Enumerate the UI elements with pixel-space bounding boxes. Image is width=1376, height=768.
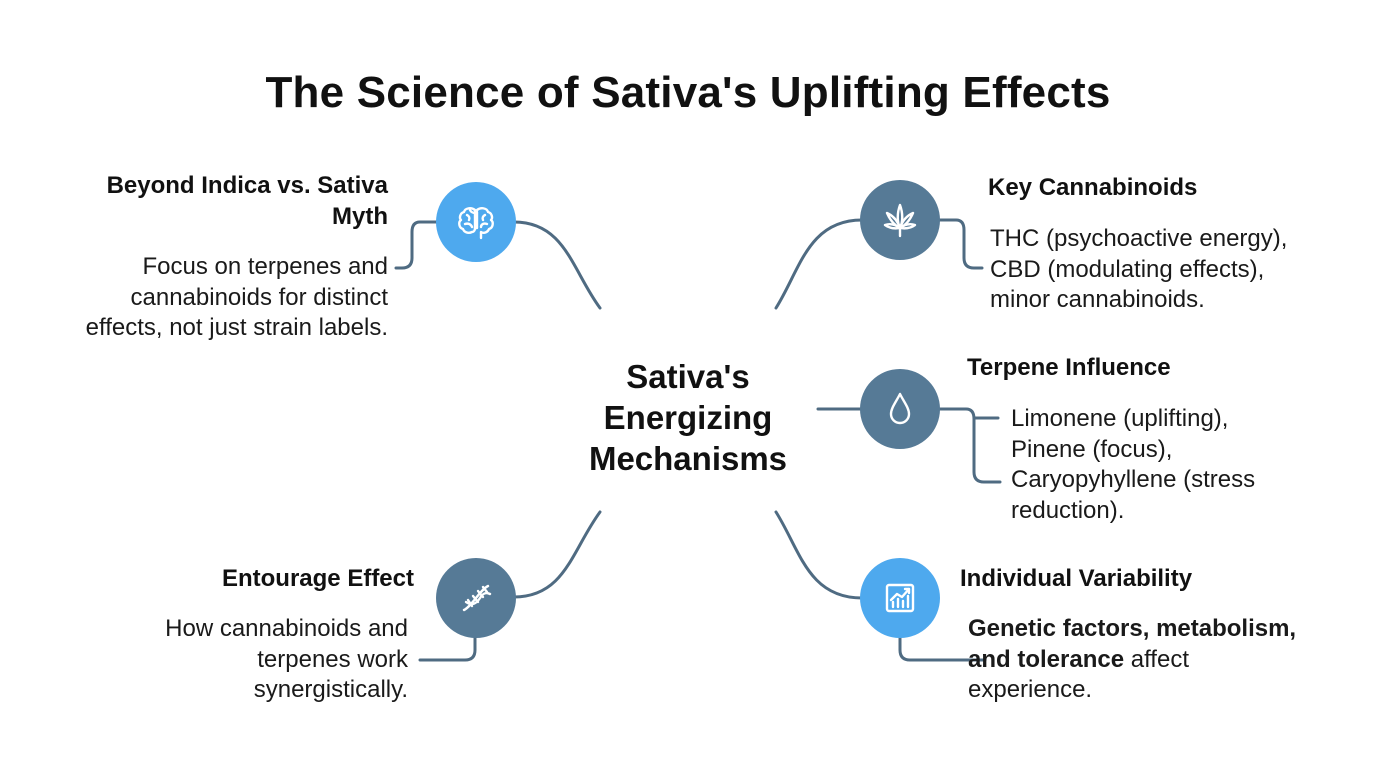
node-beyond-indica [436,182,516,262]
node-terpene-influence [860,369,940,449]
heading-key-cannabinoids: Key Cannabinoids [988,174,1198,201]
desc-cannabinoids-line-1: THC (psychoactive energy), [990,225,1288,252]
node-entourage-effect [436,558,516,638]
desc-terpene-line-3: Caryopyhyllene (stress [1011,466,1256,493]
desc-variability-bold-1: Genetic factors, metabolism, [968,615,1297,642]
dna-icon [462,584,492,612]
desc-beyond-line-1: Focus on terpenes and [142,253,389,280]
heading-individual-variability: Individual Variability [960,565,1193,592]
desc-cannabinoids-line-2: CBD (modulating effects), [990,255,1265,283]
center-line-3: Mechanisms [588,440,788,477]
connector-cannabinoids-center [774,218,864,310]
center-topic: Sativa's Energizing Mechanisms [568,356,808,479]
desc-beyond-line-2: cannabinoids for distinct [130,283,388,311]
desc-entourage-line-2: terpenes work [257,645,408,673]
heading-beyond-indica: Beyond Indica vs. Sativa Myth [106,172,388,230]
connector-entourage-center [512,510,602,599]
node-individual-variability [860,558,940,638]
desc-cannabinoids-line-3: minor cannabinoids. [990,286,1205,313]
center-line-1: Sativa's [626,358,750,395]
desc-variability-bold-2: and tolerance [968,645,1125,673]
desc-variability-line-2: and tolerance affect [968,645,1348,676]
droplet-icon [889,392,911,425]
connector-variability-center [774,510,864,600]
desc-terpene-influence: Limonene (uplifting), Pinene (focus), Ca… [1011,404,1341,526]
heading-terpene-influence: Terpene Influence [967,354,1171,381]
center-line-2: Energizing [603,399,773,436]
growth-chart-icon [885,583,915,613]
connector-entourage-desc [418,634,477,662]
node-key-cannabinoids [860,180,940,260]
connector-beyond-center [512,220,602,310]
page-title: The Science of Sativa's Uplifting Effect… [265,68,1111,117]
desc-entourage-line-1: How cannabinoids and [165,615,408,642]
desc-variability-line-3: experience. [968,676,1093,703]
desc-entourage-effect: How cannabinoids and terpenes work syner… [60,614,408,706]
desc-key-cannabinoids: THC (psychoactive energy), CBD (modulati… [990,224,1350,316]
connector-variability-desc [898,635,987,662]
desc-terpene-line-1: Limonene (uplifting), [1011,405,1229,432]
connector-beyond-desc [394,220,439,270]
desc-beyond-line-3: effects, not just strain labels. [85,314,388,341]
desc-terpene-line-2: Pinene (focus), [1011,435,1173,463]
connector-cannabinoids-desc [937,218,984,270]
desc-variability-line-1: Genetic factors, metabolism, [968,614,1348,645]
desc-individual-variability: Genetic factors, metabolism, and toleran… [968,614,1348,706]
connector-terpene-bracket [937,407,1002,484]
heading-entourage-effect: Entourage Effect [221,565,414,592]
desc-terpene-line-4: reduction). [1011,496,1125,524]
desc-variability-rest-2: affect [1124,645,1189,673]
desc-beyond-indica: Focus on terpenes and cannabinoids for d… [40,252,388,344]
cannabis-leaf-icon [883,203,917,238]
brain-icon [458,207,494,240]
desc-entourage-line-3: synergistically. [253,676,408,703]
